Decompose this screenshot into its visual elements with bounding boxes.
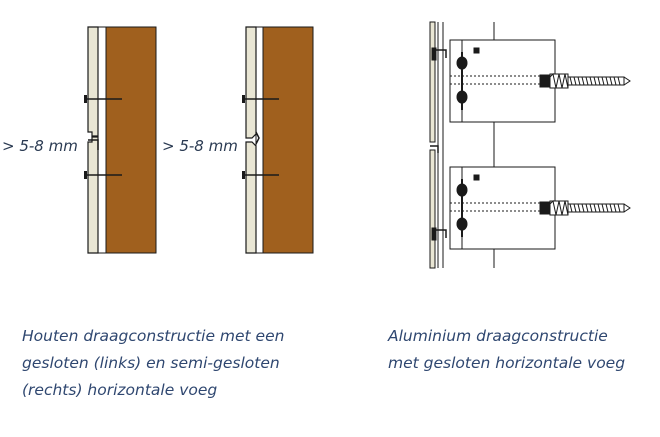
joint-width-label-left: > 5-8 mm [2, 137, 78, 155]
detail-closed-joint [84, 26, 157, 254]
detail-aluminium [429, 21, 631, 269]
caption-wood-line-2: gesloten (links) en semi-gesloten [22, 354, 280, 372]
lower-panel [87, 136, 99, 254]
screw-head-lower [242, 171, 245, 179]
upper-panel [245, 26, 257, 139]
panel-gap-strip [97, 26, 107, 254]
wood-batten [262, 26, 314, 254]
caption-wood: Houten draagconstructie met een gesloten… [22, 323, 284, 404]
joint-profile [430, 145, 439, 153]
upper-panel [87, 26, 99, 137]
bracket-lower [431, 166, 631, 250]
caption-aluminium-line-2: met gesloten horizontale voeg [388, 354, 626, 372]
joint-profile [88, 139, 99, 150]
caption-aluminium: Aluminium draagconstructie met gesloten … [388, 323, 625, 377]
upper-panel [429, 21, 436, 143]
panel-gap-strip [255, 26, 264, 254]
caption-wood-line-3: (rechts) horizontale voeg [22, 381, 218, 399]
lower-panel [245, 141, 257, 254]
lower-panel [429, 149, 436, 269]
joint-width-label-middle: > 5-8 mm [162, 137, 238, 155]
bracket-upper [431, 39, 631, 123]
screw-head-upper [242, 95, 245, 103]
joint-profile [255, 131, 260, 145]
caption-aluminium-line-1: Aluminium draagconstructie [388, 327, 608, 345]
detail-semi-closed-joint [242, 26, 314, 254]
screw-head-upper [84, 95, 87, 103]
screw-head-lower [84, 171, 87, 179]
facade-detail-drawings [84, 21, 631, 269]
caption-wood-line-1: Houten draagconstructie met een [22, 327, 285, 345]
wood-batten [105, 26, 157, 254]
